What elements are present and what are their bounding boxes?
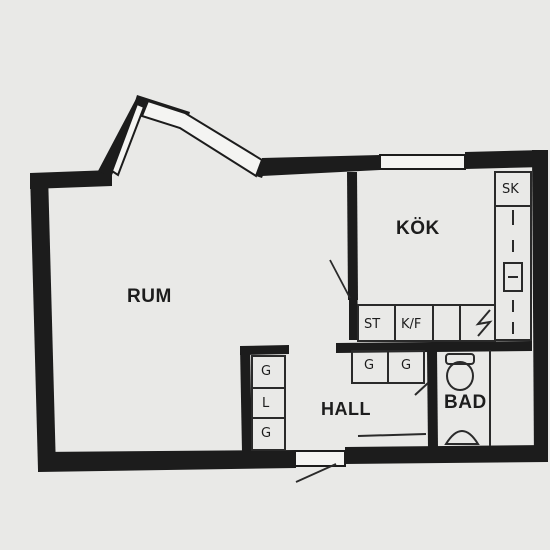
sink: [444, 430, 480, 445]
closet-label-g-top: G: [261, 364, 272, 379]
closet-label-g-kitchen-1: G: [364, 358, 375, 373]
wall-top-right: [465, 150, 545, 169]
fixture-label-kf: K/F: [401, 317, 422, 332]
fridge-symbol: [475, 309, 493, 337]
room-label-bad: BAD: [444, 392, 487, 413]
windows: [110, 99, 466, 467]
wall-closet-top: [240, 345, 289, 355]
fixture-label-sk: SK: [502, 182, 519, 197]
hall-shelf: [357, 433, 427, 437]
window-bay: [140, 99, 264, 178]
counter-right: [494, 171, 532, 341]
bathroom-fixtures: [444, 350, 491, 446]
closet-label-g-kitchen-2: G: [401, 358, 412, 373]
counter-bottom: [357, 304, 496, 342]
wall-bottom-right: [345, 445, 548, 464]
wall-rum-left: [30, 173, 56, 470]
wall-bottom-left: [38, 450, 296, 472]
hall-closets: [251, 350, 429, 451]
entrance-door: [295, 463, 337, 483]
wall-kitchen-left-lower: [349, 258, 358, 340]
wall-rum-top-left: [30, 170, 112, 189]
kitchen-counters: [357, 171, 532, 342]
entrance-opening: [294, 450, 346, 467]
bad-door: [414, 382, 429, 396]
wall-bad-left: [427, 350, 438, 448]
room-label-kok: KÖK: [396, 218, 440, 239]
walls: [30, 95, 548, 472]
toilet-bowl: [446, 361, 474, 391]
room-label-hall: HALL: [321, 399, 371, 419]
wall-right: [532, 150, 548, 462]
closet-stack: [251, 355, 286, 451]
wall-closet-left: [240, 346, 252, 452]
toilet-tank: [445, 353, 475, 365]
stove: [503, 262, 523, 292]
closet-label-g-bottom: G: [261, 426, 272, 441]
closet-label-l: L: [262, 396, 270, 411]
window-bay-side: [110, 102, 146, 177]
fixture-label-st: ST: [364, 317, 381, 332]
wall-top-middle: [262, 155, 380, 176]
window-kitchen: [379, 154, 466, 170]
room-label-rum: RUM: [127, 286, 172, 307]
kitchen-door: [329, 259, 351, 299]
